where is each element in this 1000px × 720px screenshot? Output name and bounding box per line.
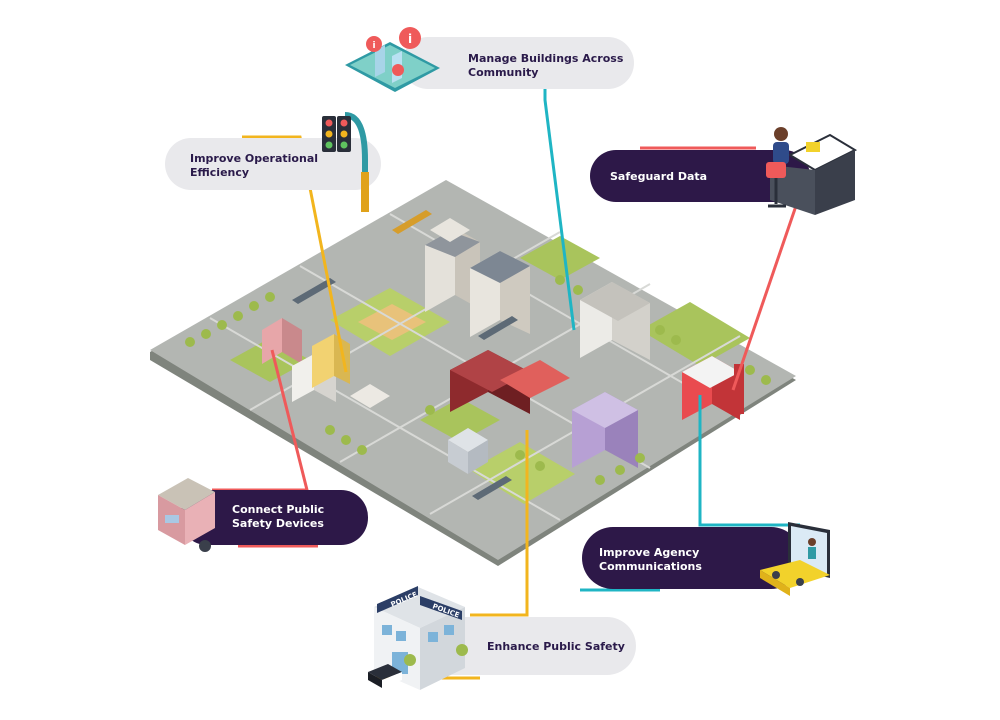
label-operational-line1: Improve Operational	[190, 152, 318, 165]
connector-public-safety	[470, 430, 529, 617]
pill-safeguard	[590, 150, 810, 202]
green-block	[420, 398, 500, 442]
green-block	[520, 236, 600, 280]
trees	[185, 275, 771, 485]
pill-agency-comms	[582, 527, 802, 589]
label-public-safety: Enhance Public Safety	[487, 640, 625, 653]
agency-screen-icon	[760, 522, 830, 596]
label-operational-line2: Efficiency	[190, 166, 249, 179]
pill-connect-devices	[180, 490, 368, 545]
shops	[262, 318, 488, 474]
label-connect-devices-line1: Connect Public	[232, 503, 324, 516]
connector-operational	[242, 135, 348, 373]
label-manage-buildings-line2: Community	[468, 66, 538, 79]
connector-safeguard	[731, 199, 800, 391]
police-station-icon: POLICE POLICE	[368, 586, 468, 690]
office-towers	[425, 218, 530, 337]
person-at-desk-icon	[766, 127, 858, 215]
purple-building	[572, 392, 638, 468]
label-agency-comms-line1: Improve Agency	[599, 546, 699, 559]
label-safeguard: Safeguard Data	[610, 170, 707, 183]
pills	[165, 37, 810, 675]
smartphone-city-icon: i i	[345, 27, 440, 92]
label-manage-buildings-line1: Manage Buildings Across	[468, 52, 624, 65]
connector-lines	[212, 38, 800, 680]
park-block	[470, 442, 575, 504]
city-map	[150, 180, 796, 566]
connector-agency-comms	[698, 395, 800, 527]
label-connect-devices-line2: Safety Devices	[232, 517, 324, 530]
government-building	[580, 282, 650, 360]
green-block	[640, 302, 750, 366]
fire-station-building	[682, 356, 744, 420]
traffic-light-icon	[322, 112, 369, 212]
label-agency-comms-line2: Communications	[599, 560, 702, 573]
svg-text:i: i	[408, 32, 412, 46]
pill-manage-buildings	[402, 37, 634, 89]
playground	[358, 304, 426, 340]
school-building	[450, 350, 570, 414]
trams	[292, 210, 518, 500]
svg-text:i: i	[372, 41, 375, 51]
safety-device-icon	[158, 478, 215, 552]
pill-public-safety	[426, 617, 636, 675]
